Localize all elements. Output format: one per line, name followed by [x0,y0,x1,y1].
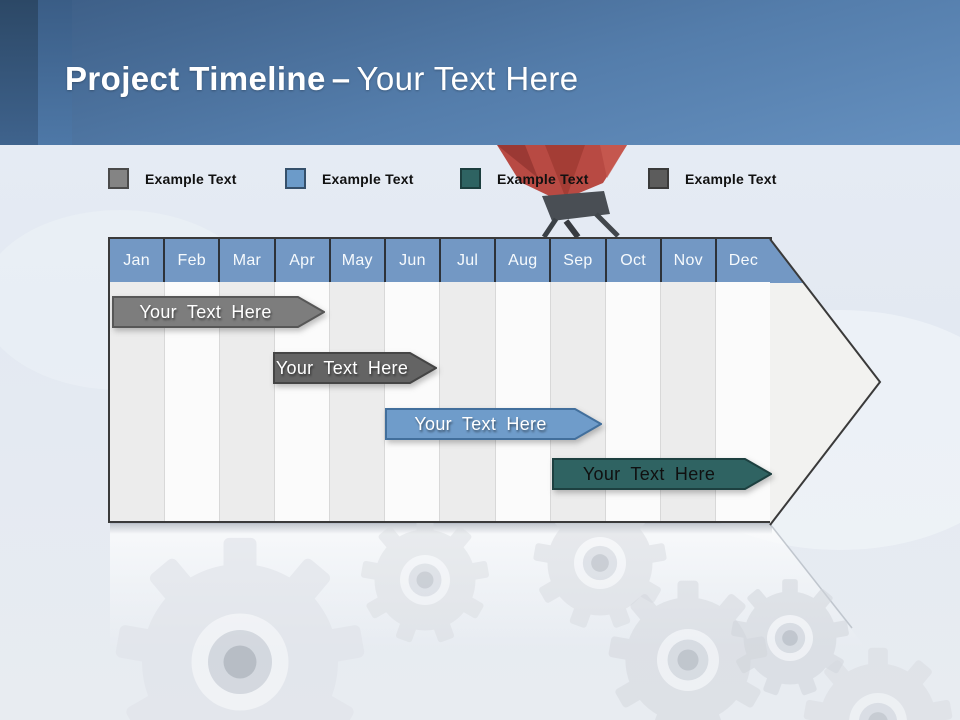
slide-header: Project Timeline–Your Text Here [0,0,960,145]
legend-swatch-teal [460,168,481,189]
month-cell-mar[interactable]: Mar [220,239,276,282]
month-cell-oct[interactable]: Oct [607,239,662,282]
grid-column [330,282,386,521]
month-cell-aug[interactable]: Aug [496,239,552,282]
slide-title-main: Project Timeline [65,60,326,97]
legend-label: Example Text [497,170,589,187]
arrow-shape [552,458,772,490]
month-cell-may[interactable]: May [331,239,386,282]
arrow-shape [385,408,602,440]
arrow-shape [112,296,325,328]
timeline-bar-label: Your Text Here [582,463,716,484]
grid-column [495,282,551,521]
timeline-bar-4[interactable]: Your Text Here [552,458,772,490]
legend-item-3[interactable]: Example Text [460,168,589,189]
slide-title-dash: – [331,60,351,97]
month-cell-feb[interactable]: Feb [165,239,221,282]
month-cell-dec[interactable]: Dec [728,251,759,269]
timeline-bar-2[interactable]: Your Text Here [273,352,437,384]
slide-body: Example Text Example Text Example Text E… [0,145,960,720]
month-cell-nov[interactable]: Nov [662,239,717,282]
timeline-bar-3[interactable]: Your Text Here [385,408,602,440]
legend-label: Example Text [685,170,777,187]
legend-item-2[interactable]: Example Text [285,168,414,189]
legend-item-1[interactable]: Example Text [108,168,237,189]
header-accent-stripe-dark [0,0,38,145]
month-cell-apr[interactable]: Apr [276,239,331,282]
legend-swatch-gray [108,168,129,189]
timeline-grid [110,282,770,521]
legend-swatch-darkgray [648,168,669,189]
month-cell-sep[interactable]: Sep [551,239,607,282]
timeline-bar-label: Your Text Here [139,301,272,322]
timeline-bar-1[interactable]: Your Text Here [112,296,325,328]
slide-title-secondary: Your Text Here [356,60,579,97]
crane-hook-graphic [497,145,627,239]
header-accent-stripe-mid [38,0,72,145]
grid-column [385,282,441,521]
month-cell-jul[interactable]: Jul [441,239,497,282]
slide-title[interactable]: Project Timeline–Your Text Here [65,58,579,99]
legend-label: Example Text [145,170,237,187]
legend-item-4[interactable]: Example Text [648,168,777,189]
month-cell-jun[interactable]: Jun [386,239,442,282]
timeline-arrowhead [769,238,882,526]
arrow-shape [273,352,437,384]
month-cell-jan[interactable]: Jan [110,239,166,282]
timeline-bar-label: Your Text Here [414,413,547,434]
legend-label: Example Text [322,170,414,187]
timeline-bar-label: Your Text Here [275,357,409,378]
month-header-row: Jan Feb Mar Apr May Jun Jul Aug Sep Oct … [110,239,770,282]
grid-column [440,282,496,521]
legend-swatch-blue [285,168,306,189]
